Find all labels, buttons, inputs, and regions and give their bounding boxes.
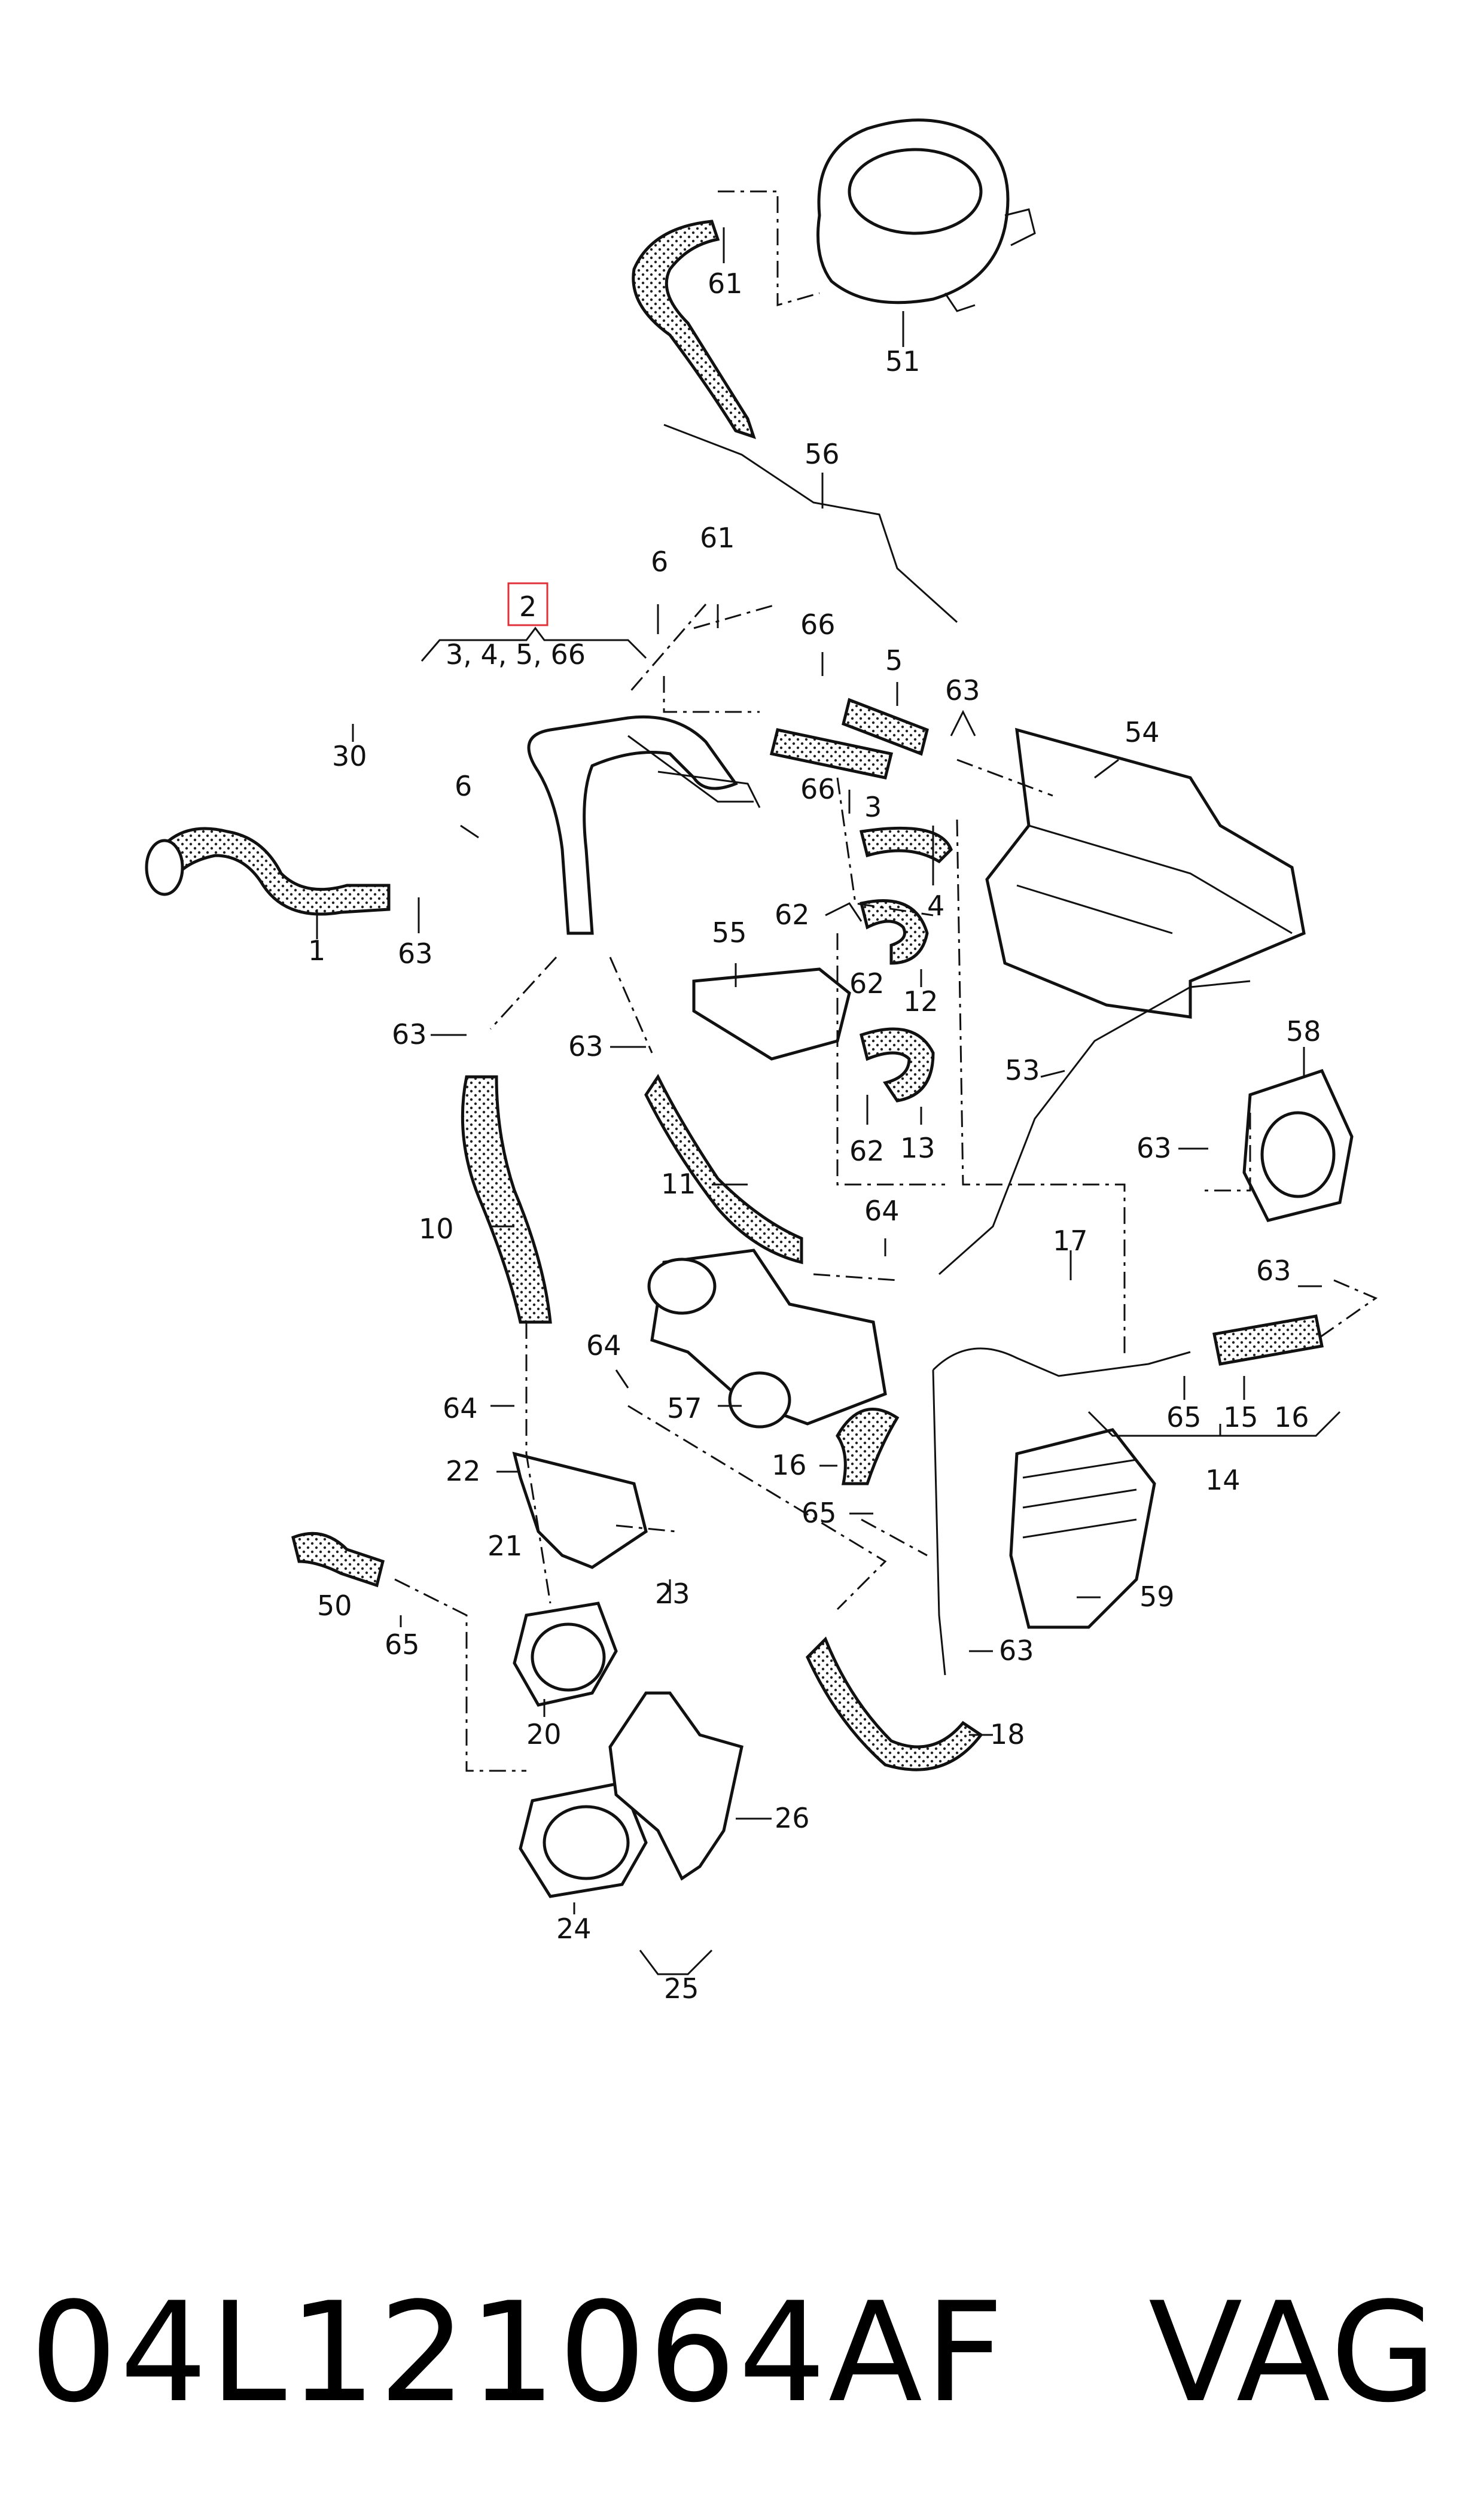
callout-63: 63 [1136, 1132, 1172, 1164]
callout-62: 62 [849, 1135, 885, 1167]
callout-12: 12 [903, 985, 938, 1018]
hose-5 [842, 698, 929, 756]
callout-5: 5 [885, 644, 903, 677]
callout-65: 65 [1166, 1401, 1202, 1433]
highlight-box [507, 582, 548, 626]
hose-12 [859, 899, 929, 965]
callout-labels: 61 51 56 6 61 2 3, 4, 5, 66 66 5 63 54 3… [308, 267, 1321, 2005]
callout-62: 62 [849, 967, 885, 1000]
callout-30: 30 [332, 740, 367, 772]
callout-65: 65 [802, 1497, 837, 1529]
expansion-tank [816, 118, 1036, 312]
callout-22: 22 [446, 1455, 481, 1487]
callout-59: 59 [1139, 1581, 1175, 1613]
callout-65: 65 [385, 1628, 420, 1661]
callout-54: 54 [1125, 716, 1160, 748]
callout-55: 55 [712, 917, 747, 949]
engine-module-54 [985, 727, 1306, 1019]
callout-64: 64 [443, 1392, 478, 1424]
callout-64: 64 [586, 1329, 621, 1362]
footer: 04L121064AF VAG [24, 2273, 1459, 2453]
hose-16 [836, 1408, 900, 1485]
callout-20: 20 [526, 1718, 562, 1750]
callout-63: 63 [568, 1030, 604, 1062]
part-number: 04L121064AF [30, 2273, 1007, 2433]
egr-cooler-55 [692, 967, 851, 1061]
callout-4: 4 [927, 890, 944, 922]
callout-10: 10 [419, 1213, 454, 1245]
pipe-53 [938, 980, 1251, 1275]
pipe-14 [932, 1347, 1191, 1377]
callout-25: 25 [664, 1972, 699, 2005]
callout-58: 58 [1286, 1015, 1321, 1048]
callout-14: 14 [1205, 1464, 1241, 1496]
leader-lines [394, 190, 1378, 1772]
coolant-pipe-assembly [527, 715, 761, 935]
callout-23: 23 [655, 1578, 690, 1610]
callout-63: 63 [398, 937, 433, 970]
callout-62: 62 [775, 899, 810, 931]
callout-61: 61 [708, 267, 743, 300]
callout-13: 13 [900, 1132, 936, 1164]
callout-63: 63 [392, 1018, 427, 1051]
callout-11: 11 [661, 1168, 696, 1200]
callout-16: 16 [772, 1449, 807, 1481]
callout-26: 26 [775, 1802, 810, 1834]
hose-13 [860, 1027, 935, 1103]
callout-66: 66 [800, 773, 836, 805]
callout-50: 50 [317, 1590, 352, 1622]
callout-56: 56 [805, 438, 840, 470]
hose-3 [769, 728, 894, 780]
callout-2: 2 [519, 590, 537, 623]
hose-10 [461, 1075, 552, 1324]
coolant-pipe-56 [663, 424, 958, 623]
callout-53: 53 [1005, 1054, 1040, 1086]
callout-18: 18 [990, 1718, 1025, 1750]
callout-1: 1 [308, 934, 325, 967]
hose-15 [1212, 1314, 1324, 1366]
callout-66: 66 [800, 608, 836, 641]
callout-63: 63 [945, 674, 980, 707]
callout-61: 61 [700, 522, 735, 554]
hose-11 [644, 1074, 803, 1265]
hose-1 [153, 827, 391, 916]
pipe-18 [932, 1369, 946, 1676]
callout-16: 16 [1274, 1401, 1309, 1433]
bracket-22 [512, 1451, 648, 1569]
callout-3: 3 [864, 791, 882, 823]
bracket-26 [608, 1691, 743, 1881]
callout-63: 63 [1256, 1255, 1291, 1287]
hose-50 [291, 1531, 385, 1588]
callout-57: 57 [667, 1392, 702, 1424]
callout-lines [316, 227, 1341, 1975]
brand-label: VAG [1148, 2273, 1440, 2433]
callout-21: 21 [487, 1530, 523, 1562]
callout-17: 17 [1053, 1225, 1088, 1257]
hose-1-end [145, 839, 184, 896]
pump-20 [513, 1601, 618, 1707]
callout-24: 24 [556, 1913, 592, 1945]
callout-51: 51 [885, 345, 921, 377]
callout-group-3-4-5-66: 3, 4, 5, 66 [446, 638, 586, 671]
hose-upper [632, 220, 756, 439]
thermostat-housing-57 [647, 1249, 887, 1429]
oil-cooler-59 [1009, 1428, 1156, 1629]
callout-6: 6 [455, 770, 472, 802]
callout-6: 6 [651, 546, 668, 578]
hose-18 [806, 1636, 983, 1771]
callout-63: 63 [999, 1634, 1034, 1667]
callout-15: 15 [1223, 1401, 1258, 1433]
callout-64: 64 [864, 1195, 900, 1227]
pump-58 [1242, 1068, 1354, 1222]
hose-4 [859, 826, 953, 864]
